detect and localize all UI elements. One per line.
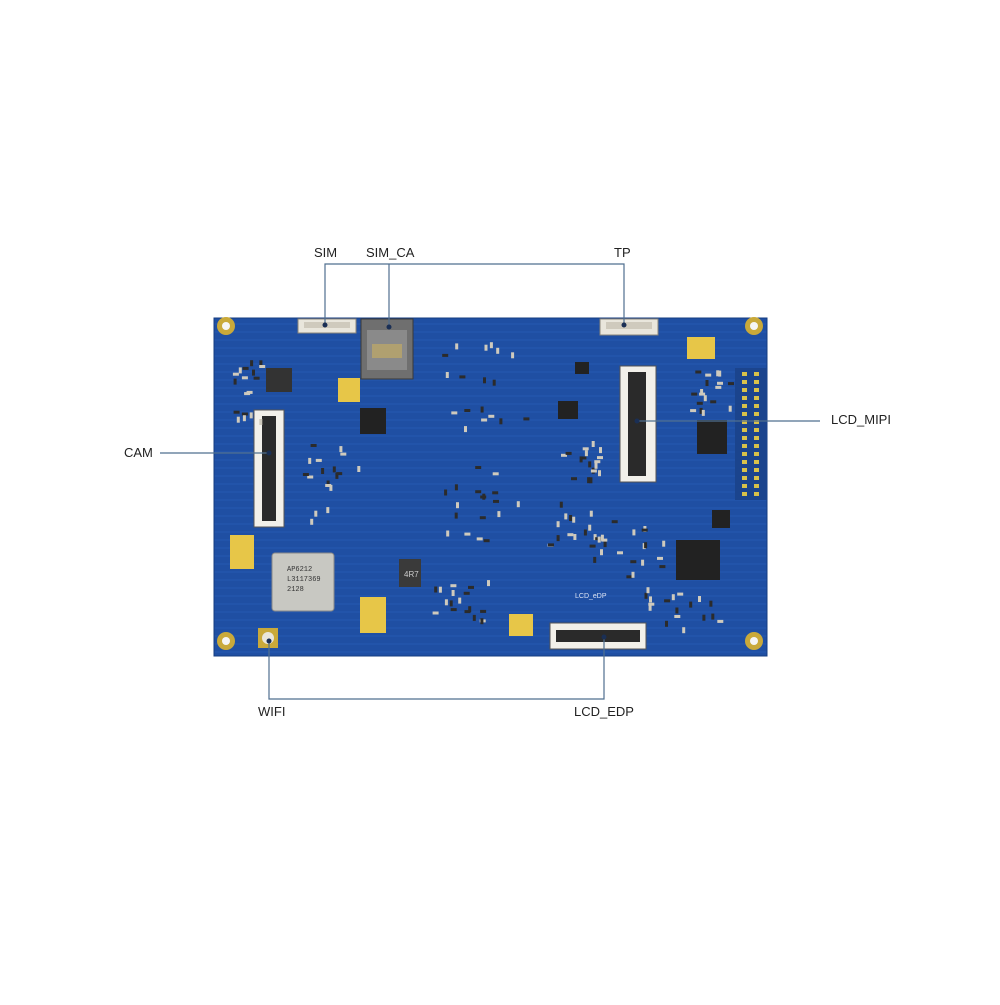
label-sim-ca: SIM_CA [366,245,415,260]
tp-connector [599,318,659,336]
leader-sim [324,263,625,325]
label-sim: SIM [314,245,338,260]
edp-silkscreen: LCD_eDP [575,593,607,600]
wifi-module-text-1: AP6212 [287,566,312,574]
lcd-mipi-fpc-connector [619,365,657,483]
ic-chips [266,362,730,580]
wifi-module-text-3: 2128 [287,586,304,594]
smd-components [232,342,734,634]
inductor-text: 4R7 [404,570,419,579]
label-lcd-edp: LCD_EDP [574,704,634,719]
lcd-edp-fpc-connector [549,622,647,650]
wifi-module: AP6212 L3117369 2128 [271,552,335,612]
gold-pads [230,337,715,636]
pin-header [735,368,767,500]
wifi-module-text-2: L3117369 [287,576,321,584]
inductor-4r7: 4R7 [399,559,421,587]
leader-wifi [268,637,605,700]
sim-card-slot [360,318,414,380]
leader-lines [160,263,820,700]
label-lcd-mipi: LCD_MIPI [831,412,891,427]
cam-fpc-connector [253,409,285,528]
label-tp: TP [614,245,631,260]
mounting-holes [217,317,763,650]
wifi-antenna-connector [258,628,278,648]
leader-dots [266,322,640,644]
label-wifi: WIFI [258,704,286,719]
label-cam: CAM [124,445,153,460]
